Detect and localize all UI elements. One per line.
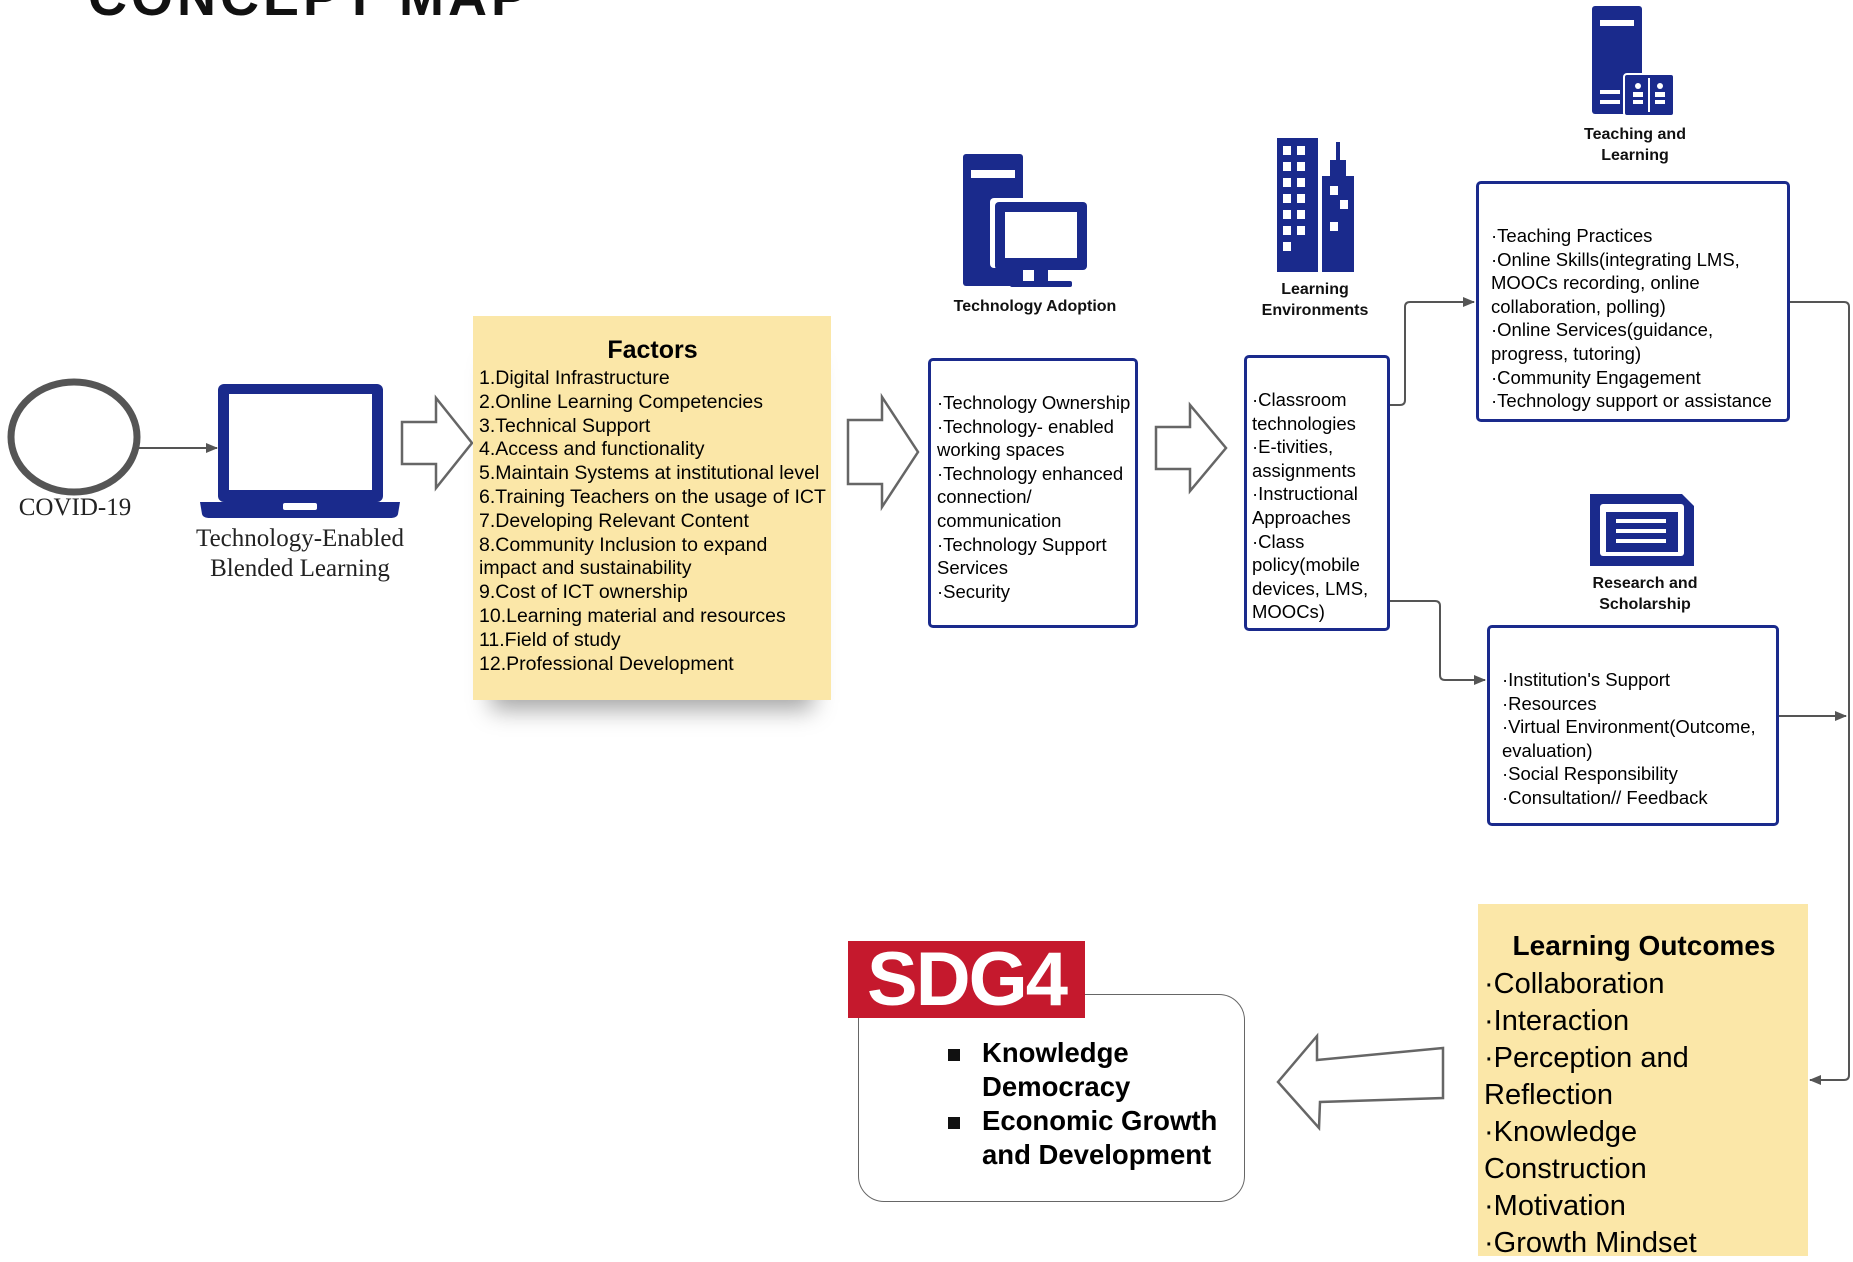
sdg-item-text: Knowledge Democracy <box>982 1037 1131 1102</box>
factor-item: 11.Field of study <box>479 628 621 651</box>
research-scholarship-label: Research and Scholarship <box>1592 575 1698 613</box>
learning-environments-label: Learning Environments <box>1261 281 1369 319</box>
sdg-list: Knowledge Democracy Economic Growth and … <box>940 1036 1240 1172</box>
teaching-item: ·Technology support or assistance <box>1491 390 1772 412</box>
environment-item: ·Classroom technologies <box>1252 389 1356 434</box>
factor-item: 6.Training Teachers on the usage of ICT <box>479 485 826 508</box>
factors-title: Factors <box>607 336 698 364</box>
sdg-box <box>858 994 1245 1202</box>
factors-list: 1.Digital Infrastructure 2.Online Learni… <box>479 367 826 676</box>
env-to-teaching-connector <box>1390 297 1475 406</box>
adoption-item: ·Technology enhanced connection/ communi… <box>937 462 1124 531</box>
block-arrow-3 <box>1154 401 1228 495</box>
adoption-item: ·Technology Support Services <box>937 533 1107 579</box>
factor-item: 4.Access and functionality <box>479 438 705 461</box>
factor-item: 10.Learning material and resources <box>479 604 786 627</box>
teaching-item: ·Online Skills(integrating LMS, MOOCs re… <box>1491 248 1740 317</box>
teaching-item: ·Teaching Practices <box>1491 225 1653 246</box>
block-arrow-2 <box>846 392 920 512</box>
research-item: ·Virtual Environment(Outcome, evaluation… <box>1502 716 1756 761</box>
environment-item: ·Class policy(mobile devices, LMS, MOOCs… <box>1252 530 1369 623</box>
factor-item: 12.Professional Development <box>479 652 734 675</box>
factor-item: 2.Online Learning Competencies <box>479 390 764 413</box>
blended-learning-label: Technology-Enabled Blended Learning <box>196 525 404 582</box>
server-book-icon <box>1592 6 1675 117</box>
learning-outcomes-title: Learning Outcomes <box>1512 930 1776 961</box>
env-to-research-connector <box>1390 600 1486 685</box>
adoption-item: ·Technology- enabled working spaces <box>937 415 1114 461</box>
sdg4-logo: SDG4 <box>848 941 1085 1018</box>
sdg-item-text: Economic Growth and Development <box>982 1105 1218 1170</box>
teaching-learning-box: ·Teaching Practices ·Online Skills(integ… <box>1476 181 1790 422</box>
square-bullet-icon <box>948 1117 960 1129</box>
environment-item: ·Instructional Approaches <box>1252 483 1358 528</box>
outcome-item: ·Growth Mindset <box>1484 1227 1697 1259</box>
teaching-item: ·Online Services(guidance, progress, tut… <box>1491 319 1714 364</box>
block-arrow-1 <box>400 394 474 492</box>
technology-adoption-box: ·Technology Ownership ·Technology- enabl… <box>928 358 1138 628</box>
outcome-item: ·Motivation <box>1484 1190 1626 1222</box>
factor-item: 3.Technical Support <box>479 414 651 437</box>
outcome-item: ·Knowledge Construction <box>1484 1116 1647 1185</box>
covid-label: COVID-19 <box>18 494 132 521</box>
covid-circle <box>7 378 141 496</box>
computer-icon <box>963 154 1087 287</box>
factor-item: 1.Digital Infrastructure <box>479 367 670 389</box>
research-item: ·Consultation// Feedback <box>1502 786 1708 808</box>
buildings-icon <box>1277 138 1354 272</box>
teaching-learning-label: Teaching and Learning <box>1584 126 1686 164</box>
teaching-to-outcomes-connector <box>1790 301 1850 1085</box>
research-scholarship-box: ·Institution's Support ·Resources ·Virtu… <box>1487 625 1779 826</box>
outcome-item: ·Interaction <box>1484 1005 1630 1037</box>
outcomes-to-sdg-arrow <box>1276 1032 1445 1132</box>
adoption-item: ·Technology Ownership <box>937 392 1131 413</box>
technology-adoption-label: Technology Adoption <box>953 298 1117 315</box>
learning-environments-box: ·Classroom technologies ·E-tivities, ass… <box>1244 355 1390 631</box>
outcome-item: ·Perception and Reflection <box>1484 1042 1689 1111</box>
learning-outcomes-list: ·Collaboration ·Interaction ·Perception … <box>1484 966 1804 1262</box>
page-title: CONCEPT MAP <box>88 0 531 28</box>
factor-item: 9.Cost of ICT ownership <box>479 581 688 604</box>
teaching-item: ·Community Engagement <box>1491 366 1701 388</box>
sdg-item: Knowledge Democracy <box>940 1036 1240 1104</box>
factor-item: 5.Maintain Systems at institutional leve… <box>479 462 820 485</box>
sdg-item: Economic Growth and Development <box>940 1104 1240 1172</box>
outcome-item: ·Collaboration <box>1484 968 1665 1000</box>
factor-item: 7.Developing Relevant Content <box>479 509 749 532</box>
research-item: ·Institution's Support <box>1502 669 1671 690</box>
environment-item: ·E-tivities, assignments <box>1252 436 1356 481</box>
factors-note: Factors 1.Digital Infrastructure 2.Onlin… <box>473 316 831 700</box>
document-icon <box>1590 494 1694 566</box>
research-item: ·Resources <box>1502 692 1597 714</box>
adoption-item: ·Security <box>937 580 1010 602</box>
research-item: ·Social Responsibility <box>1502 763 1678 785</box>
square-bullet-icon <box>948 1049 960 1061</box>
laptop-icon <box>200 384 400 518</box>
learning-outcomes-note: Learning Outcomes ·Collaboration ·Intera… <box>1478 904 1808 1259</box>
factor-item: 8.Community Inclusion to expand impact a… <box>479 533 768 580</box>
